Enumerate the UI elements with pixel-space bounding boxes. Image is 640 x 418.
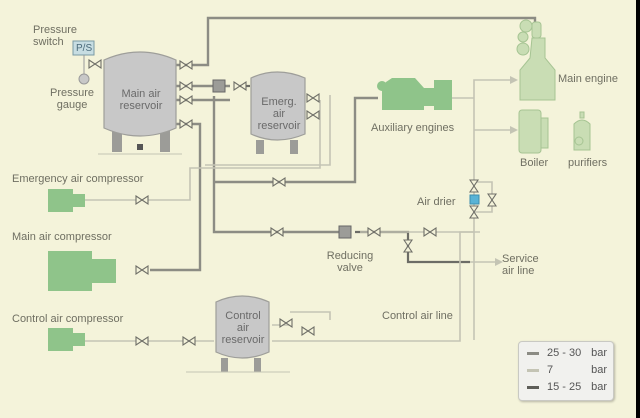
auxiliary-engines-shape <box>377 78 452 110</box>
legend-range: 15 - 25 <box>547 381 582 393</box>
legend-unit: bar <box>591 381 607 393</box>
legend-unit: bar <box>591 364 607 376</box>
pressure-switch-tag: P/S <box>76 43 93 54</box>
control-air-line-label: Control air line <box>382 310 453 322</box>
legend-item-low: 7 bar <box>519 363 613 379</box>
boiler-label: Boiler <box>520 157 549 169</box>
legend-swatch <box>527 386 539 389</box>
air-drier-label: Air drier <box>417 196 456 208</box>
boiler-shape <box>518 109 549 154</box>
main-engine-shape <box>516 19 556 101</box>
pressure-switch-label: Pressure switch <box>33 24 78 48</box>
pressure-gauge-icon <box>78 73 90 85</box>
legend-item-mid: 15 - 25 bar <box>519 380 613 396</box>
main-engine-label: Main engine <box>558 73 618 85</box>
reducing-valve-body <box>338 225 352 239</box>
control-air-compressor-label: Control air compressor <box>12 313 124 325</box>
main-air-compressor-shape <box>48 251 116 291</box>
legend-swatch <box>527 369 539 372</box>
legend-swatch <box>527 352 539 355</box>
air-drier-icon <box>469 194 480 205</box>
emergency-air-compressor-label: Emergency air compressor <box>12 173 144 185</box>
pressure-gauge-label: Pressure gauge <box>50 87 95 111</box>
control-air-compressor-shape <box>48 328 85 351</box>
main-air-reservoir-tank <box>98 51 182 155</box>
legend-unit: bar <box>591 347 607 359</box>
main-air-compressor-label: Main air compressor <box>12 231 112 243</box>
purifiers-label: purifiers <box>568 157 608 169</box>
control-air-reservoir-tank <box>186 295 290 373</box>
auxiliary-engines-label: Auxiliary engines <box>371 122 455 134</box>
legend-range: 7 <box>547 364 554 376</box>
emerg-air-reservoir-tank <box>250 71 306 154</box>
legend-item-high: 25 - 30 bar <box>519 346 613 362</box>
legend-range: 25 - 30 <box>547 347 582 359</box>
pressure-legend: 25 - 30 bar 7 bar 15 - 25 bar <box>518 341 614 401</box>
purifiers-shape <box>573 111 591 151</box>
emergency-air-compressor-shape <box>48 189 85 212</box>
